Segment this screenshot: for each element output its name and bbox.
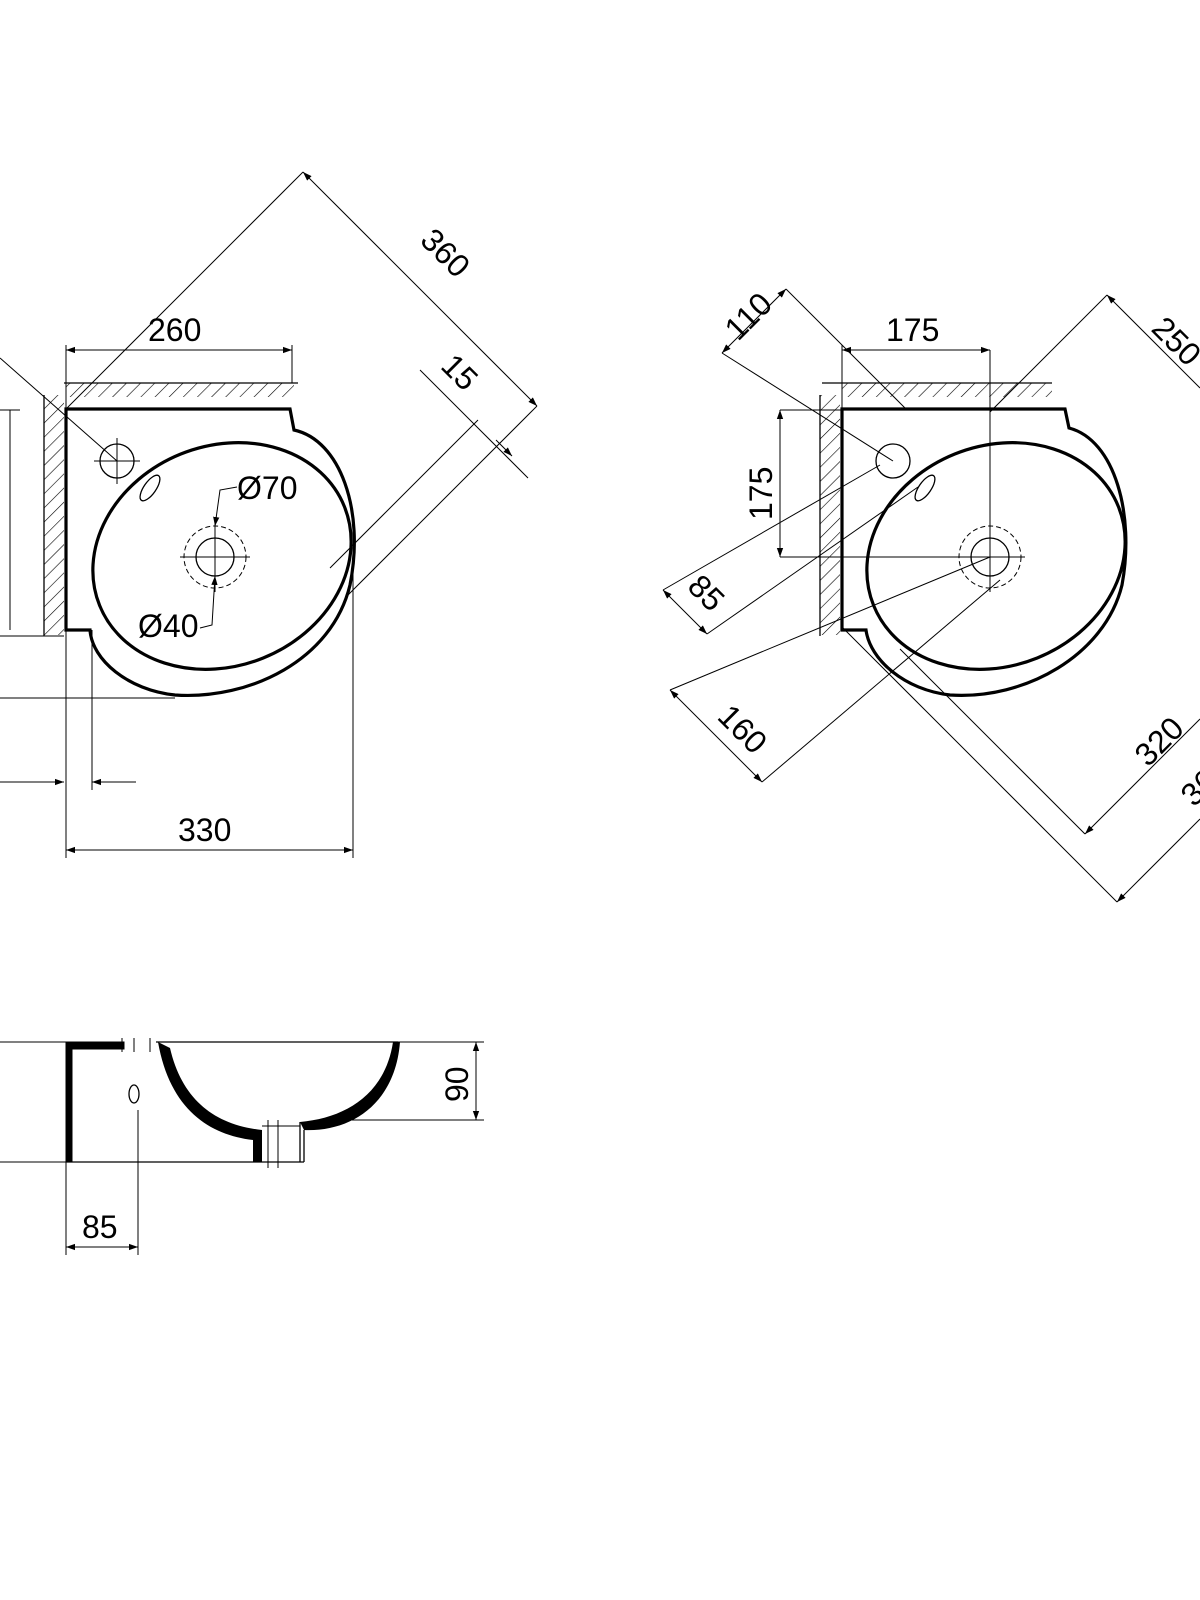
bowl-rim xyxy=(91,441,353,671)
top-view: 260 360 15 Ø70 Ø40 330 xyxy=(0,171,538,858)
wall-hatch-top xyxy=(66,383,294,397)
dim-175-top: 175 xyxy=(886,312,939,348)
dim-250: 250 xyxy=(1145,309,1200,372)
dim-260: 260 xyxy=(148,312,201,348)
wall-hatch-left xyxy=(44,395,64,635)
tap-hole-r xyxy=(875,443,911,479)
dim-160: 160 xyxy=(711,697,774,760)
basin-outline-r xyxy=(840,407,1128,697)
dim-dia40: Ø40 xyxy=(138,608,198,644)
dim-110: 110 xyxy=(717,285,779,347)
dim-dia70: Ø70 xyxy=(237,470,297,506)
dim-90: 90 xyxy=(439,1066,475,1102)
wall-hatch-left-r xyxy=(820,395,840,635)
dim-360-right: 360 xyxy=(1173,750,1200,813)
section-wall xyxy=(65,1041,73,1163)
dim-85-section: 85 xyxy=(82,1209,118,1245)
section-view: 90 85 xyxy=(0,1038,484,1255)
section-bowl xyxy=(158,1042,262,1162)
overflow-slot xyxy=(139,474,161,502)
overflow-slot-r xyxy=(914,474,936,502)
basin-outline xyxy=(64,407,356,698)
dim-175-side: 175 xyxy=(743,467,779,520)
dim-320: 320 xyxy=(1127,710,1190,773)
right-view: 175 175 110 250 85 160 320 360 xyxy=(662,285,1200,903)
dim-360: 360 xyxy=(414,221,477,284)
dim-15: 15 xyxy=(434,347,485,398)
dim-330: 330 xyxy=(178,812,231,848)
wall-hatch-top-r xyxy=(842,383,1052,397)
section-overflow xyxy=(128,1084,140,1104)
